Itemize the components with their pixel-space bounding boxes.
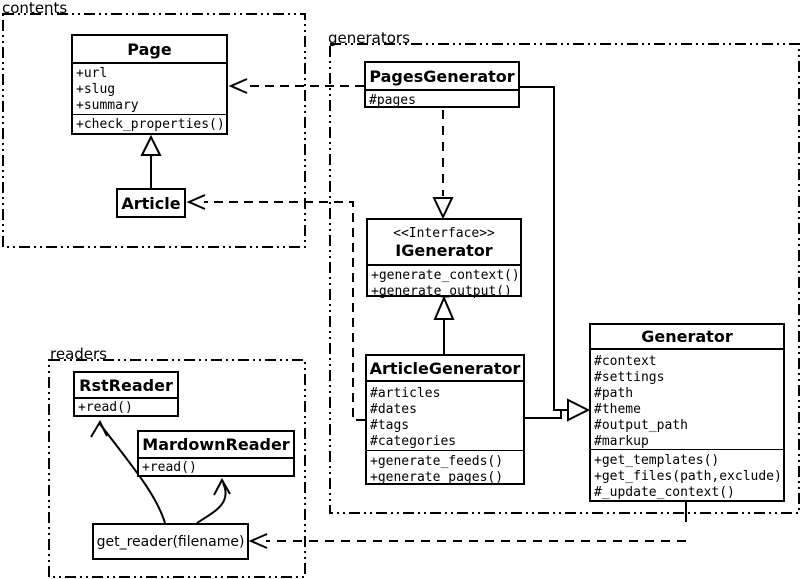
method: +get_templates() (594, 453, 720, 468)
generator-attributes: #context #settings #path #theme #output_… (591, 350, 783, 450)
article-class-box: Article (116, 188, 186, 218)
dependency-arrowhead-page (228, 78, 248, 94)
method: +read() (142, 460, 197, 475)
inheritance-triangle-article-to-page (140, 134, 162, 156)
dependency-arrowhead-getreader (248, 533, 268, 549)
generator-class-box: Generator #context #settings #path #them… (589, 323, 785, 502)
curve-getreader-to-rstreader (99, 423, 166, 524)
inheritance-line-articlegenerator-to-generator (525, 410, 562, 419)
generators-package-label: generators (328, 29, 410, 47)
attribute: #tags (370, 418, 410, 433)
attribute: #output_path (594, 418, 688, 433)
rstreader-class-title: RstReader (75, 373, 177, 399)
contents-package-border (2, 13, 306, 248)
arrowhead-rstreader (90, 419, 108, 438)
curve-getreader-to-mardownreader (196, 482, 227, 524)
mardownreader-methods: +read() (139, 459, 293, 476)
generators-package-border (329, 43, 800, 514)
method: +read() (78, 400, 133, 415)
igenerator-class-title: IGenerator (395, 240, 493, 260)
attribute: #theme (594, 402, 641, 417)
method: +get_files(path,exclude) (594, 469, 782, 484)
articlegenerator-class-title: ArticleGenerator (367, 356, 523, 382)
rstreader-class-box: RstReader +read() (73, 371, 179, 417)
articlegenerator-methods: +generate_feeds() +generate_pages() (367, 451, 523, 486)
pagesgenerator-class-box: PagesGenerator #pages (364, 61, 520, 108)
attribute: +url (76, 66, 108, 81)
attribute: #dates (370, 402, 417, 417)
readers-package-label: readers (50, 345, 107, 363)
get-reader-function-box: get_reader(filename) (92, 523, 249, 560)
article-class-title: Article (121, 193, 181, 213)
inheritance-triangle-generator (567, 398, 591, 422)
attribute: #path (594, 386, 634, 401)
articlegenerator-attributes: #articles #dates #tags #categories (367, 382, 523, 451)
method: +generate_feeds() (370, 454, 504, 469)
attribute: #articles (370, 386, 441, 401)
method: +generate_output() (371, 284, 512, 299)
attribute: #markup (594, 434, 649, 449)
pagesgenerator-class-title: PagesGenerator (366, 63, 518, 91)
inheritance-triangle-igenerator-bottom (433, 295, 455, 320)
page-class-box: Page +url +slug +summary +check_properti… (71, 34, 228, 135)
igenerator-title-block: <<Interface>> IGenerator (368, 220, 520, 266)
method: +check_properties() (76, 117, 225, 132)
articlegenerator-class-box: ArticleGenerator #articles #dates #tags … (365, 354, 525, 485)
page-class-title: Page (73, 36, 226, 64)
pagesgenerator-attributes: #pages (366, 91, 518, 109)
attribute: #pages (369, 93, 416, 108)
readers-package-border (48, 359, 306, 578)
method: +generate_pages() (370, 470, 504, 485)
realization-triangle-igenerator-top (432, 197, 454, 220)
attribute: #context (594, 354, 657, 369)
dependency-arrowhead-article (186, 194, 206, 210)
attribute: #categories (370, 434, 457, 449)
mardownreader-class-box: MardownReader +read() (137, 430, 295, 477)
method: +generate_context() (371, 268, 520, 283)
page-attributes: +url +slug +summary (73, 64, 226, 115)
inheritance-line-pagesgenerator-to-generator (520, 86, 568, 411)
mardownreader-class-title: MardownReader (139, 432, 293, 459)
rstreader-methods: +read() (75, 399, 177, 416)
contents-package-label: contents (2, 0, 68, 17)
igenerator-methods: +generate_context() +generate_output() (368, 266, 520, 300)
method: #_update_context() (594, 485, 735, 500)
attribute: +slug (76, 82, 116, 97)
attribute: +summary (76, 98, 139, 113)
dependency-line-articlegenerator-to-article (204, 201, 365, 421)
generator-methods: +get_templates() +get_files(path,exclude… (591, 450, 783, 501)
interface-stereotype: <<Interface>> (393, 225, 495, 241)
page-methods: +check_properties() (73, 115, 226, 133)
generator-class-title: Generator (591, 325, 783, 350)
attribute: #settings (594, 370, 665, 385)
arrowhead-mardownreader (213, 477, 231, 496)
igenerator-interface-box: <<Interface>> IGenerator +generate_conte… (366, 218, 522, 300)
